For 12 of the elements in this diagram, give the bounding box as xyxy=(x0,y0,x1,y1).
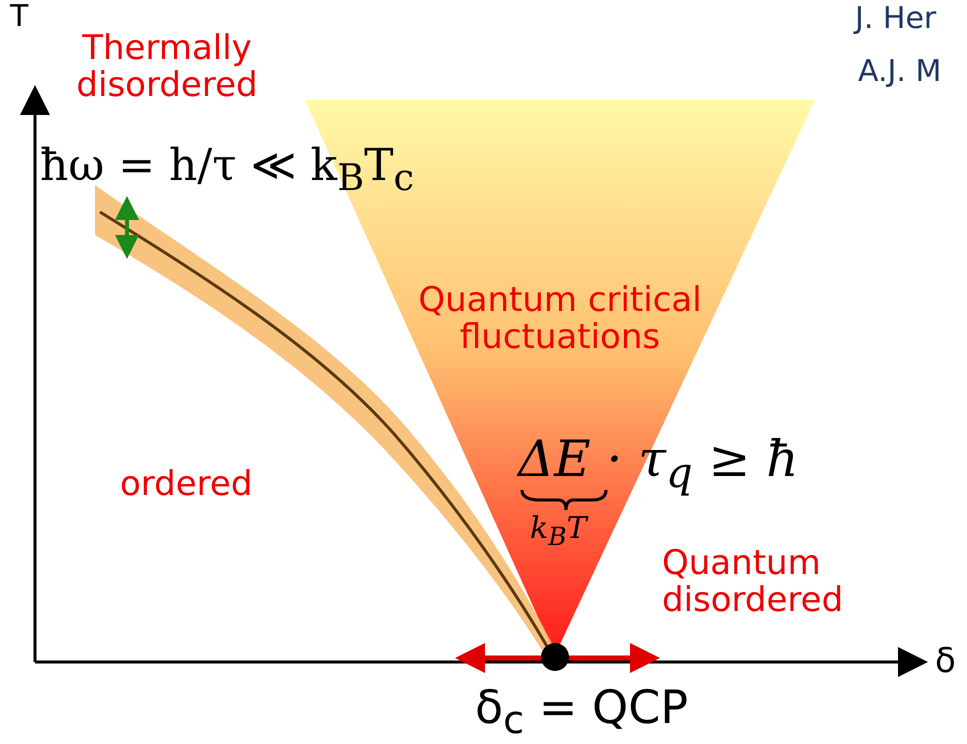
region-label: Quantum disordered xyxy=(662,545,844,620)
formula: ΔE · τ$_{q}$ ≥ ħ xyxy=(518,432,799,496)
author-credit: A.J. M xyxy=(858,55,942,88)
axis-label: δ xyxy=(935,643,956,680)
critical-point-label: δ$_{c}$ = QCP xyxy=(475,682,688,742)
author-credit: J. Her xyxy=(855,2,936,35)
region-label: Quantum critical fluctuations xyxy=(417,282,703,357)
formula: ħω = h/τ ≪ k$_{B}$T$_{c}$ xyxy=(40,142,414,198)
region-label: Thermally disordered xyxy=(75,30,259,105)
axis-label: T xyxy=(10,0,28,33)
region-label: ordered xyxy=(120,466,252,504)
formula: k$_{B}$T xyxy=(530,512,587,550)
